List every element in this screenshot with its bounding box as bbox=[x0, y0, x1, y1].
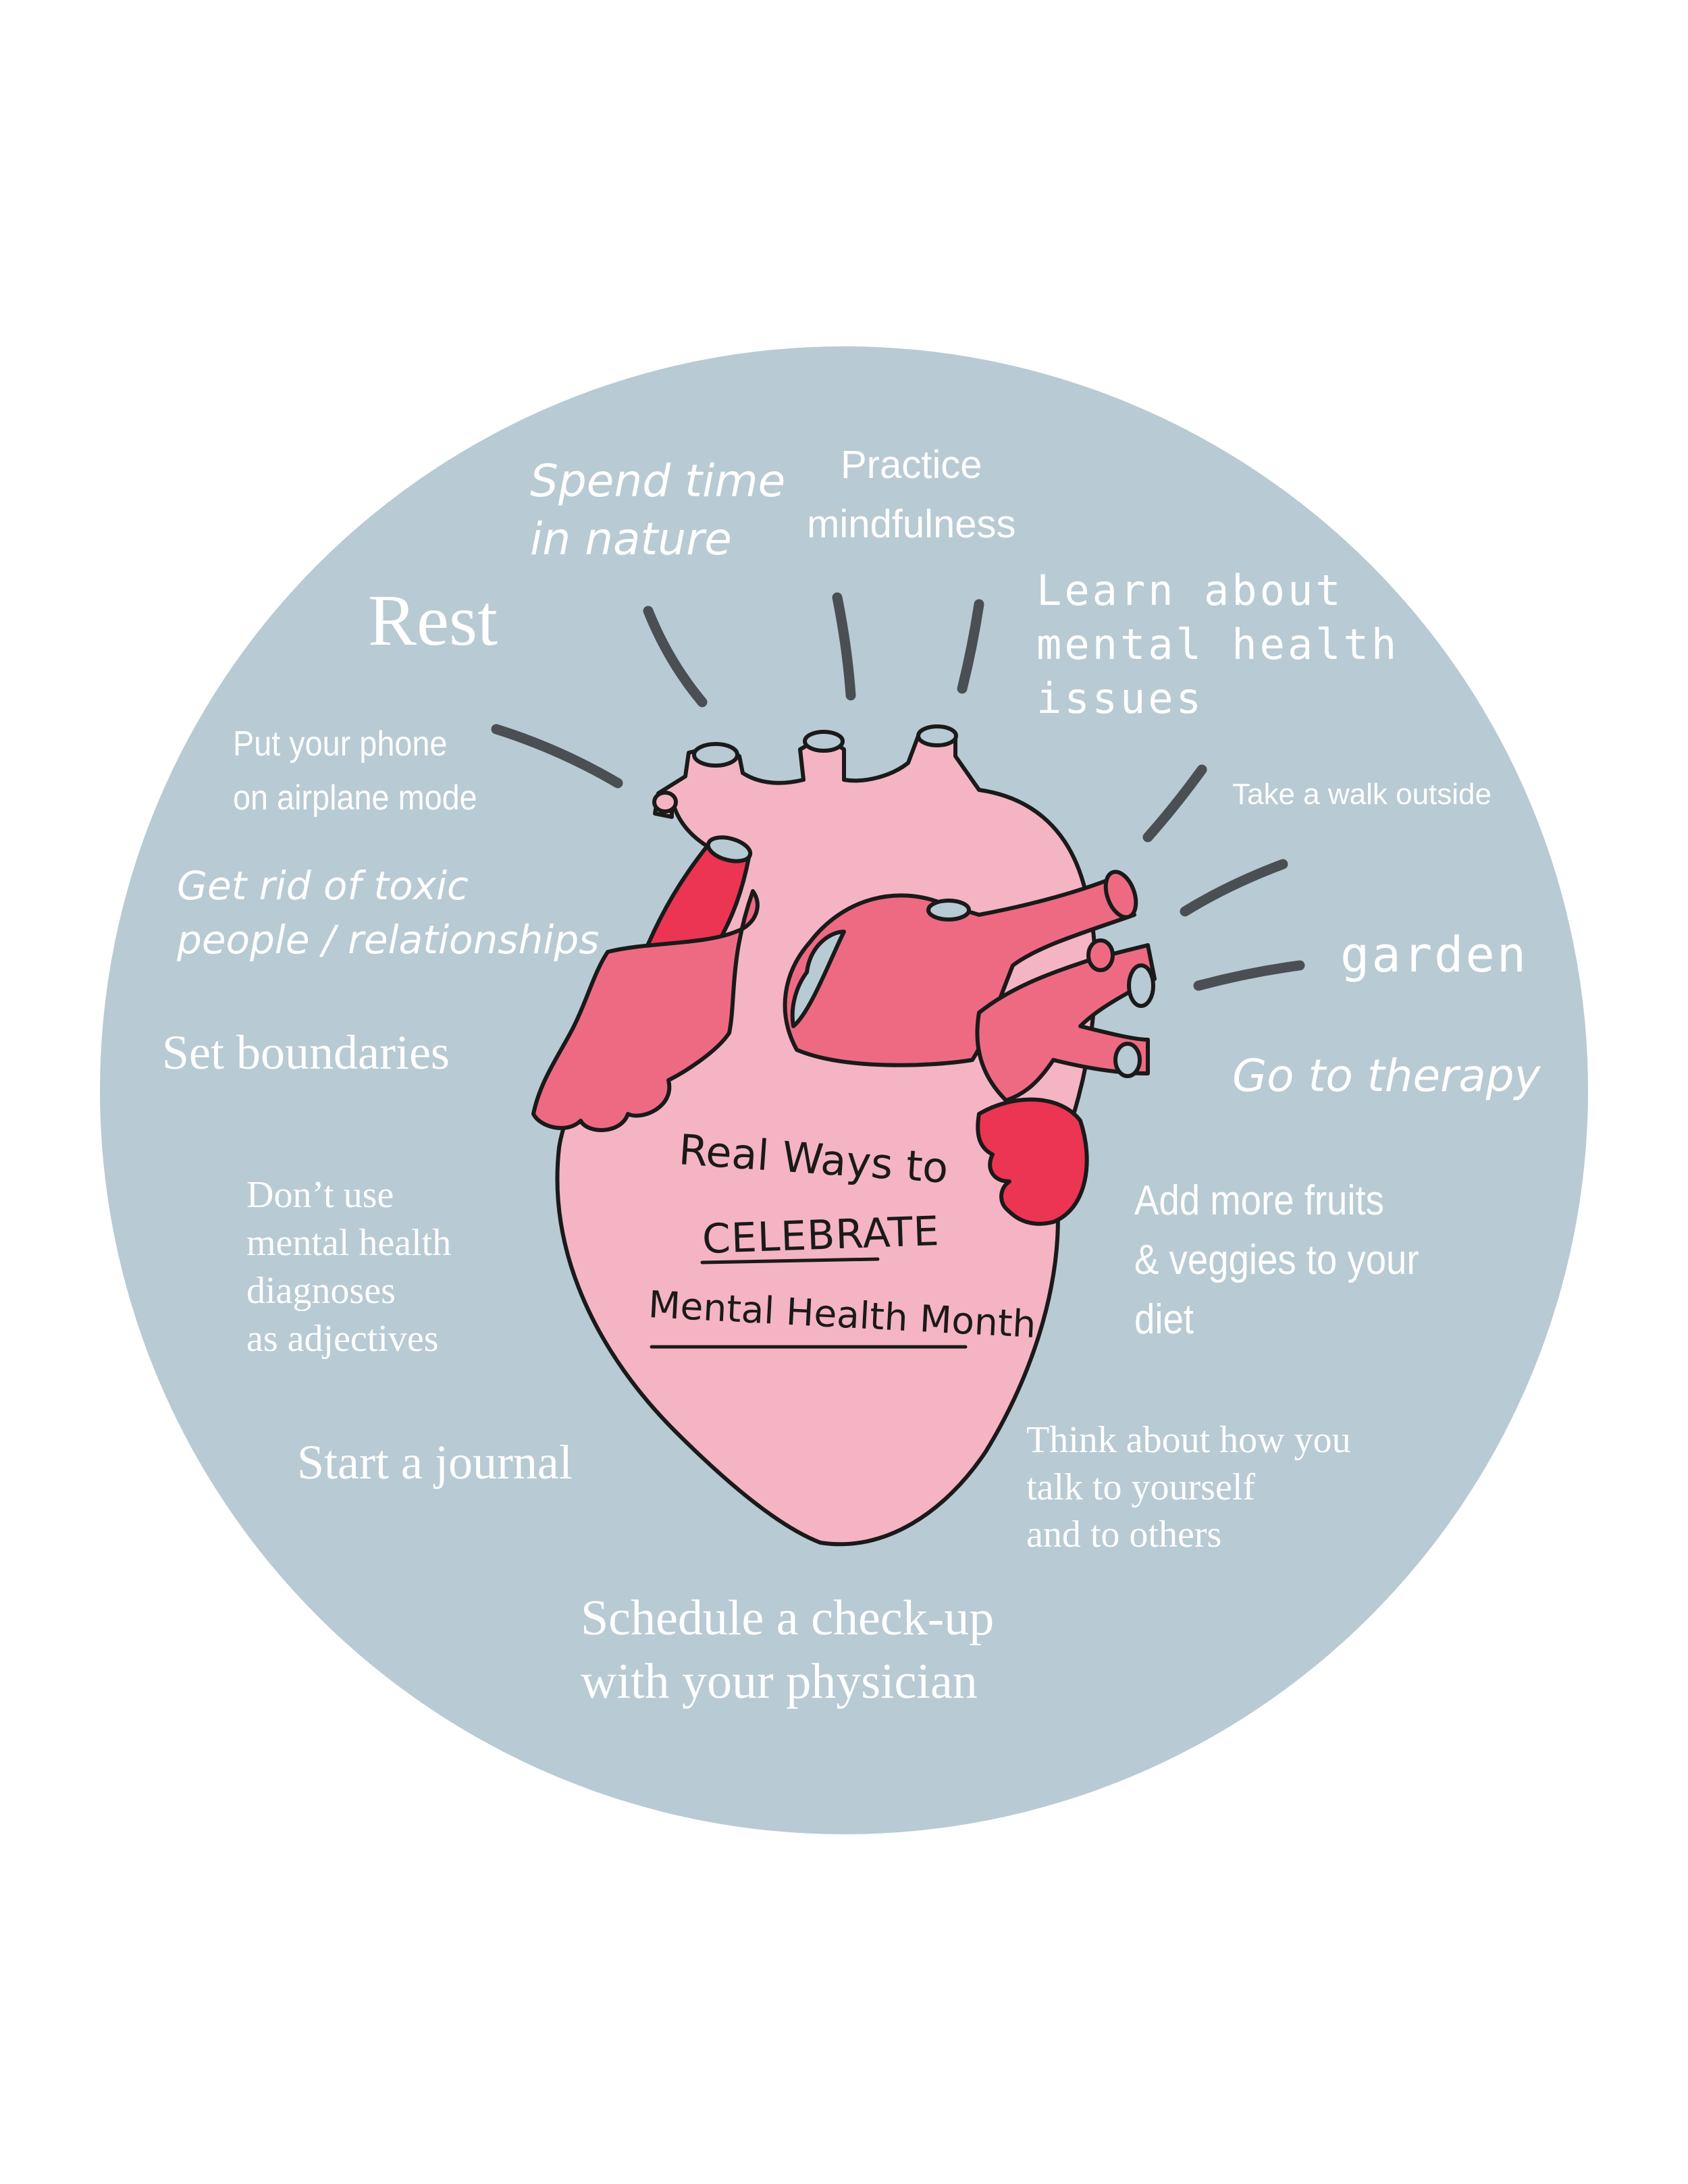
label-go-to-therapy: Go to therapy bbox=[1232, 1050, 1541, 1102]
label-spend-time-in-nature: Spend time in nature bbox=[530, 452, 785, 568]
label-toxic-line-1: Get rid of toxic bbox=[177, 863, 469, 909]
label-learn-line-3: issues bbox=[1036, 674, 1204, 723]
label-toxic-relationships: Get rid of toxic people / relationships bbox=[177, 859, 599, 967]
branch-rim-3 bbox=[1113, 1042, 1142, 1078]
left-lobe bbox=[531, 889, 760, 1132]
label-airplane-mode: Put your phone on airplane mode bbox=[233, 717, 477, 825]
branch-rim-1 bbox=[1086, 938, 1115, 972]
branch-rim-2 bbox=[1127, 963, 1155, 1008]
underline-celebrate bbox=[700, 1257, 880, 1264]
label-fruits-line-3: diet bbox=[1134, 1296, 1194, 1343]
label-nature-line-1: Spend time bbox=[530, 455, 786, 507]
ray-7 bbox=[1193, 960, 1305, 991]
ray-1 bbox=[643, 606, 708, 708]
right-lobe-red bbox=[976, 1097, 1089, 1226]
label-rest: Rest bbox=[368, 581, 498, 661]
label-diagnoses-line-3: diagnoses bbox=[246, 1270, 396, 1312]
label-checkup-line-2: with your physician bbox=[581, 1654, 978, 1709]
label-fruits-line-1: Add more fruits bbox=[1134, 1177, 1384, 1224]
heart-illustration bbox=[531, 724, 1157, 1547]
label-diagnoses-line-1: Don’t use bbox=[246, 1174, 394, 1216]
label-checkup-line-1: Schedule a check-up bbox=[581, 1591, 995, 1646]
label-toxic-line-2: people / relationships bbox=[177, 917, 600, 963]
vessel-rim-1 bbox=[692, 742, 739, 768]
arch-inner bbox=[790, 930, 846, 1028]
ray-lines bbox=[491, 592, 1305, 991]
label-diagnoses-adjectives: Don’t use mental health diagnoses as adj… bbox=[246, 1171, 451, 1363]
vessel-rim-2 bbox=[803, 730, 845, 753]
label-phone-line-2: on airplane mode bbox=[233, 778, 477, 818]
label-selftalk-line-1: Think about how you bbox=[1026, 1419, 1351, 1461]
arch-rim bbox=[1103, 870, 1138, 920]
ray-6 bbox=[1180, 859, 1288, 917]
ray-4 bbox=[491, 724, 623, 789]
label-diagnoses-line-2: mental health bbox=[246, 1222, 452, 1264]
title-line-2: CELEBRATE bbox=[701, 1207, 941, 1264]
label-schedule-checkup: Schedule a check-up with your physician bbox=[581, 1587, 994, 1713]
ray-3 bbox=[957, 599, 984, 694]
arch-hole bbox=[926, 899, 971, 922]
label-nature-line-2: in nature bbox=[530, 513, 732, 565]
label-self-talk: Think about how you talk to yourself and… bbox=[1026, 1416, 1351, 1558]
label-fruits-veggies: Add more fruits & veggies to your diet bbox=[1134, 1171, 1419, 1350]
ray-5 bbox=[1142, 764, 1207, 843]
label-take-a-walk: Take a walk outside bbox=[1232, 778, 1492, 811]
label-learn-line-1: Learn about bbox=[1036, 566, 1344, 615]
label-diagnoses-line-4: as adjectives bbox=[246, 1318, 439, 1360]
label-mindfulness-line-1: Practice bbox=[840, 443, 982, 487]
label-set-boundaries: Set boundaries bbox=[162, 1026, 450, 1080]
label-learn-about-mental-health: Learn about mental health issues bbox=[1036, 564, 1399, 726]
label-mindfulness-line-2: mindfulness bbox=[807, 502, 1016, 546]
label-start-a-journal: Start a journal bbox=[297, 1435, 573, 1489]
ray-2 bbox=[832, 592, 856, 701]
label-selftalk-line-2: talk to yourself bbox=[1026, 1466, 1256, 1508]
label-selftalk-line-3: and to others bbox=[1026, 1514, 1222, 1555]
label-phone-line-1: Put your phone bbox=[233, 724, 448, 764]
label-fruits-line-2: & veggies to your bbox=[1134, 1237, 1419, 1283]
label-learn-line-2: mental health bbox=[1036, 620, 1400, 669]
label-garden: garden bbox=[1340, 926, 1529, 983]
title-underlines bbox=[650, 1257, 968, 1349]
label-practice-mindfulness: Practice mindfulness bbox=[807, 435, 1016, 554]
vessel-rim-3 bbox=[916, 724, 958, 747]
left-vessel-rim bbox=[706, 835, 753, 863]
vessel-rim-4 bbox=[652, 791, 678, 814]
